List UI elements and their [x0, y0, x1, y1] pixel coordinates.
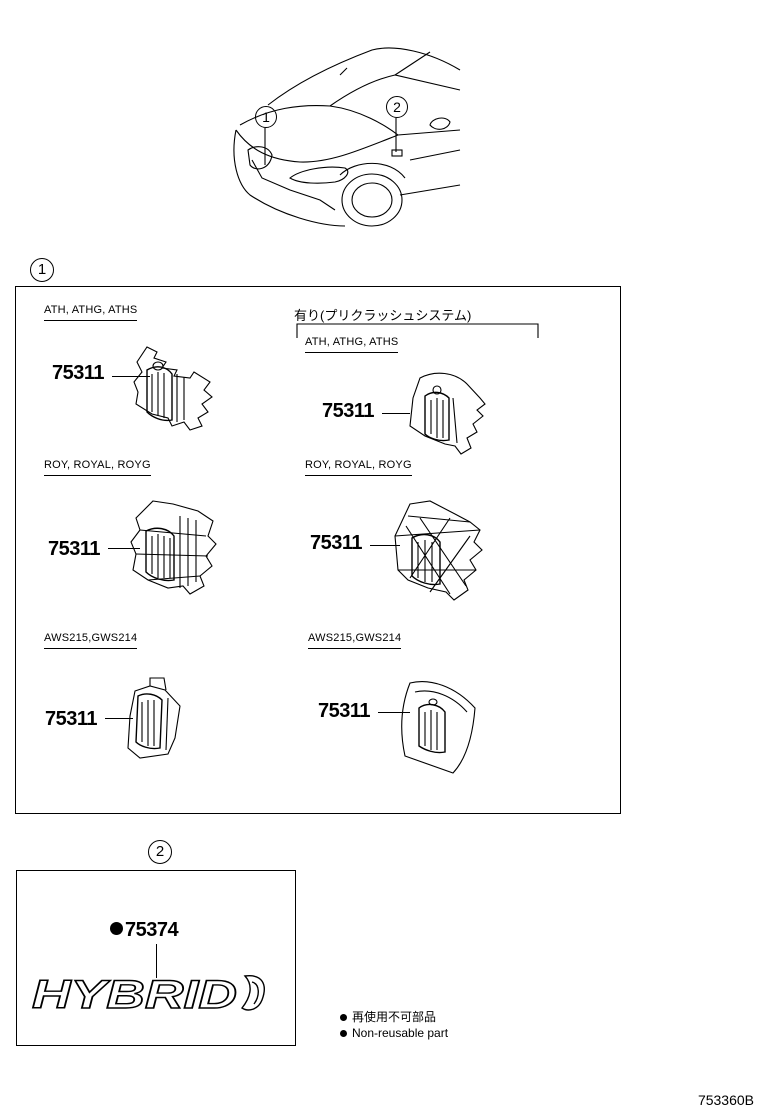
hybrid-emblem-illustration: HYBRID	[30, 968, 270, 1018]
leader-hybrid-emblem	[156, 944, 158, 978]
section-2-panel	[16, 870, 296, 1046]
grille-emblem-illustration-ath-left	[133, 346, 213, 431]
part-number-roy-left[interactable]: 75311	[48, 538, 101, 560]
grille-emblem-illustration-ath-right	[409, 372, 486, 455]
variant-label-aws-right: AWS215,GWS214	[308, 632, 402, 649]
legend-dot-icon	[340, 1014, 347, 1022]
grille-emblem-illustration-roy-left	[130, 500, 217, 595]
car-overview-illustration	[233, 47, 461, 227]
grille-emblem-illustration-aws-left	[127, 677, 181, 759]
hybrid-emblem-text: HYBRID	[32, 973, 237, 1017]
grille-emblem-illustration-roy-right	[394, 500, 483, 601]
leader-ath-right	[382, 413, 410, 415]
legend-jp: 再使用不可部品	[340, 1008, 436, 1025]
section-2-callout[interactable]: 2	[148, 840, 172, 864]
part-number-hybrid-emblem[interactable]: 75374	[110, 919, 179, 942]
variant-label-roy-right: ROY, ROYAL, ROYG	[305, 459, 412, 476]
part-number-ath-right[interactable]: 75311	[322, 400, 375, 422]
variant-label-ath-right: ATH, ATHG, ATHS	[305, 336, 399, 353]
non-reusable-marker	[110, 922, 123, 936]
variant-label-ath-left: ATH, ATHG, ATHS	[44, 304, 138, 321]
leader-aws-right	[378, 712, 410, 714]
section-1-panel	[15, 286, 621, 814]
grille-emblem-illustration-aws-right	[401, 681, 476, 774]
leader-aws-left	[105, 718, 133, 720]
option-label: 有り(プリクラッシュシステム)	[294, 308, 472, 323]
leader-roy-left	[108, 548, 140, 550]
variant-label-aws-left: AWS215,GWS214	[44, 632, 138, 649]
part-number-ath-left[interactable]: 75311	[52, 362, 105, 384]
leader-ath-left	[112, 376, 150, 378]
part-number-roy-right[interactable]: 75311	[310, 532, 363, 554]
variant-label-roy-left: ROY, ROYAL, ROYG	[44, 459, 151, 476]
callout-2-car[interactable]: 2	[386, 96, 408, 118]
legend-dot-icon	[340, 1030, 347, 1038]
leader-roy-right	[370, 545, 400, 547]
part-number-aws-left[interactable]: 75311	[45, 708, 98, 730]
section-1-callout[interactable]: 1	[30, 258, 54, 282]
legend-en: Non-reusable part	[340, 1026, 448, 1040]
diagram-id: 753360B	[697, 1092, 754, 1108]
callout-1-car[interactable]: 1	[255, 106, 277, 128]
part-number-aws-right[interactable]: 75311	[318, 700, 371, 722]
